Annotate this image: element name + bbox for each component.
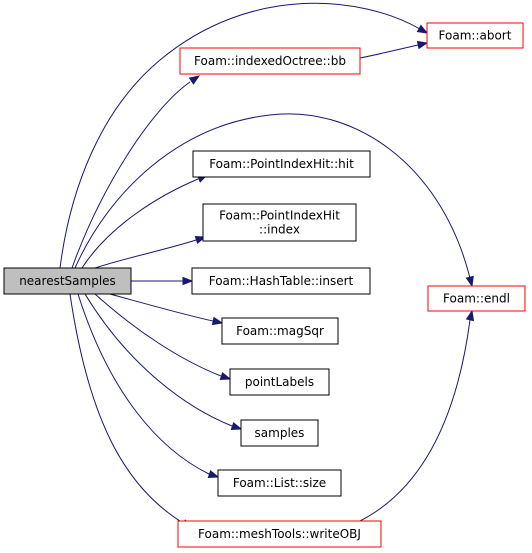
node-label: ::index xyxy=(259,223,300,237)
edge-line xyxy=(77,293,210,475)
edge-nearestSamples-to-index xyxy=(94,235,207,269)
node-label: Foam::PointIndexHit::hit xyxy=(209,157,354,171)
node-box xyxy=(240,419,319,447)
edge-arrowhead xyxy=(207,469,220,479)
edge-nearestSamples-to-writeOBJ xyxy=(69,293,194,528)
node-label: Foam::magSqr xyxy=(236,324,324,338)
node-label: Foam::PointIndexHit xyxy=(219,209,340,223)
node-samples[interactable]: samples xyxy=(240,419,319,447)
node-writeOBJ[interactable]: Foam::meshTools::writeOBJ xyxy=(177,520,382,548)
edge-line xyxy=(109,293,214,322)
node-box xyxy=(221,317,339,345)
edge-line xyxy=(59,2,421,269)
node-abort[interactable]: Foam::abort xyxy=(426,22,524,49)
edge-nearestSamples-to-magSqr xyxy=(109,293,224,326)
edge-arrowhead xyxy=(188,75,201,85)
edge-writeOBJ-to-endl xyxy=(359,309,475,522)
edge-nearestSamples-to-bb xyxy=(71,75,201,269)
node-label: Foam::indexedOctree::bb xyxy=(194,54,346,68)
node-box xyxy=(3,267,132,295)
edge-arrowhead xyxy=(211,316,224,326)
node-box xyxy=(426,22,524,49)
node-box xyxy=(229,368,330,396)
node-box xyxy=(217,469,342,497)
edge-arrowhead xyxy=(416,40,429,50)
node-index[interactable]: Foam::PointIndexHit::index xyxy=(202,203,357,242)
edge-line xyxy=(84,293,233,427)
node-bb[interactable]: Foam::indexedOctree::bb xyxy=(179,47,361,75)
edge-nearestSamples-to-samples xyxy=(84,293,243,431)
edge-line xyxy=(74,113,471,279)
node-label: Foam::List::size xyxy=(233,476,326,490)
node-magSqr[interactable]: Foam::magSqr xyxy=(221,317,339,345)
node-hit[interactable]: Foam::PointIndexHit::hit xyxy=(192,150,371,178)
node-box xyxy=(191,267,371,295)
node-label: Foam::meshTools::writeOBJ xyxy=(198,527,361,541)
edge-nearestSamples-to-insert xyxy=(131,276,194,286)
node-insert[interactable]: Foam::HashTable::insert xyxy=(191,267,371,295)
edge-arrowhead xyxy=(182,276,194,286)
call-nodes: nearestSamples Foam::abortFoam::indexedOc… xyxy=(3,22,526,548)
node-label: pointLabels xyxy=(245,375,314,389)
call-edges xyxy=(59,2,475,528)
edge-nearestSamples-to-abort xyxy=(59,2,429,269)
node-nearestSamples[interactable]: nearestSamples xyxy=(3,267,132,295)
edge-line xyxy=(94,293,222,377)
edge-line xyxy=(359,44,419,59)
node-label: Foam::HashTable::insert xyxy=(209,274,354,288)
node-box xyxy=(202,203,357,242)
node-endl[interactable]: Foam::endl xyxy=(427,285,526,312)
edge-line xyxy=(94,239,197,269)
node-label: samples xyxy=(255,426,305,440)
node-label: nearestSamples xyxy=(19,274,116,288)
edge-line xyxy=(81,178,199,269)
edge-line xyxy=(71,81,191,269)
edge-nearestSamples-to-size xyxy=(77,293,220,479)
node-box xyxy=(179,47,361,75)
node-label: Foam::endl xyxy=(443,292,510,306)
node-box xyxy=(192,150,371,178)
node-size[interactable]: Foam::List::size xyxy=(217,469,342,497)
node-box xyxy=(177,520,382,548)
edge-nearestSamples-to-pointLabels xyxy=(94,293,232,381)
node-box xyxy=(427,285,526,312)
edge-bb-to-abort xyxy=(359,40,429,59)
edge-arrowhead xyxy=(230,421,243,431)
edge-line xyxy=(69,293,184,524)
node-pointLabels[interactable]: pointLabels xyxy=(229,368,330,396)
edge-arrowhead xyxy=(416,24,429,34)
edge-arrowhead xyxy=(465,309,475,322)
edge-line xyxy=(359,319,471,522)
edge-arrowhead xyxy=(465,275,474,288)
node-label: Foam::abort xyxy=(439,29,512,43)
edge-arrowhead xyxy=(219,371,232,381)
edge-nearestSamples-to-endl xyxy=(74,113,474,288)
